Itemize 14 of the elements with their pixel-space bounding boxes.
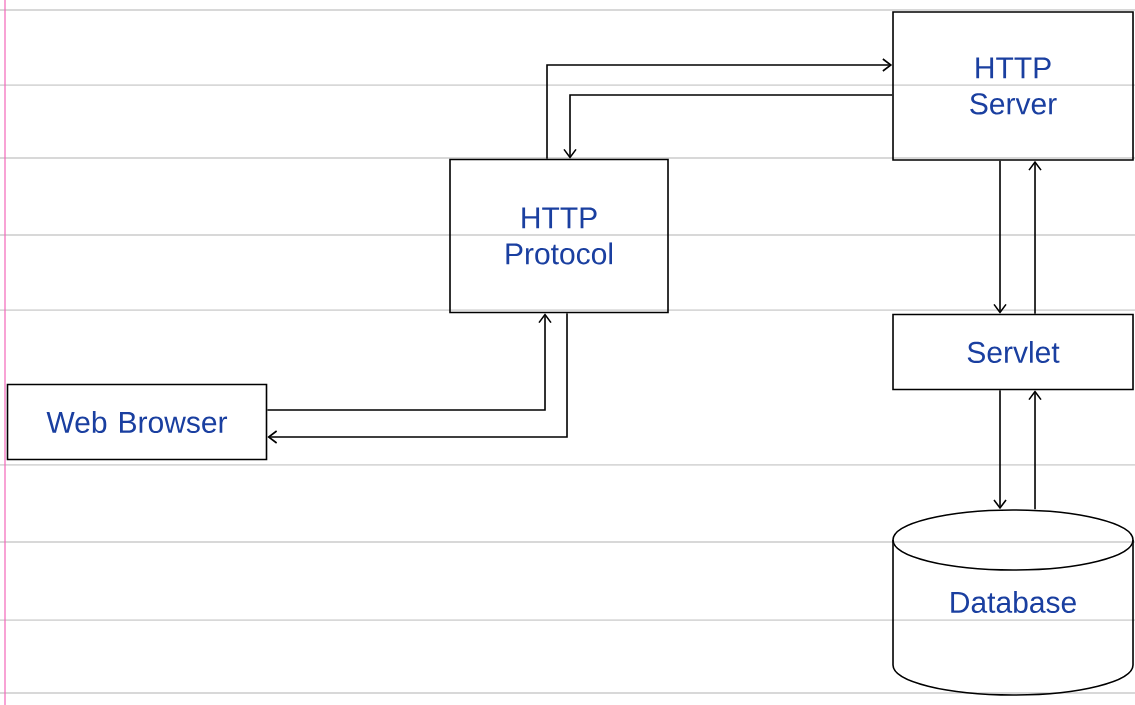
arrow	[1028, 390, 1042, 511]
arrow	[993, 389, 1007, 510]
arrow	[993, 160, 1007, 314]
arrow	[563, 94, 893, 159]
arrow	[267, 312, 568, 444]
arrow	[266, 313, 552, 411]
process-box: Servlet	[892, 313, 1134, 391]
process-box: HTTP Server	[892, 11, 1134, 161]
node-label: Database	[951, 590, 1076, 614]
process-box: HTTP Protocol	[449, 158, 669, 314]
process-box: Web Browser	[6, 383, 268, 461]
database-cylinder: Database	[892, 509, 1134, 696]
arrow	[1028, 160, 1042, 315]
arrow	[546, 58, 893, 160]
